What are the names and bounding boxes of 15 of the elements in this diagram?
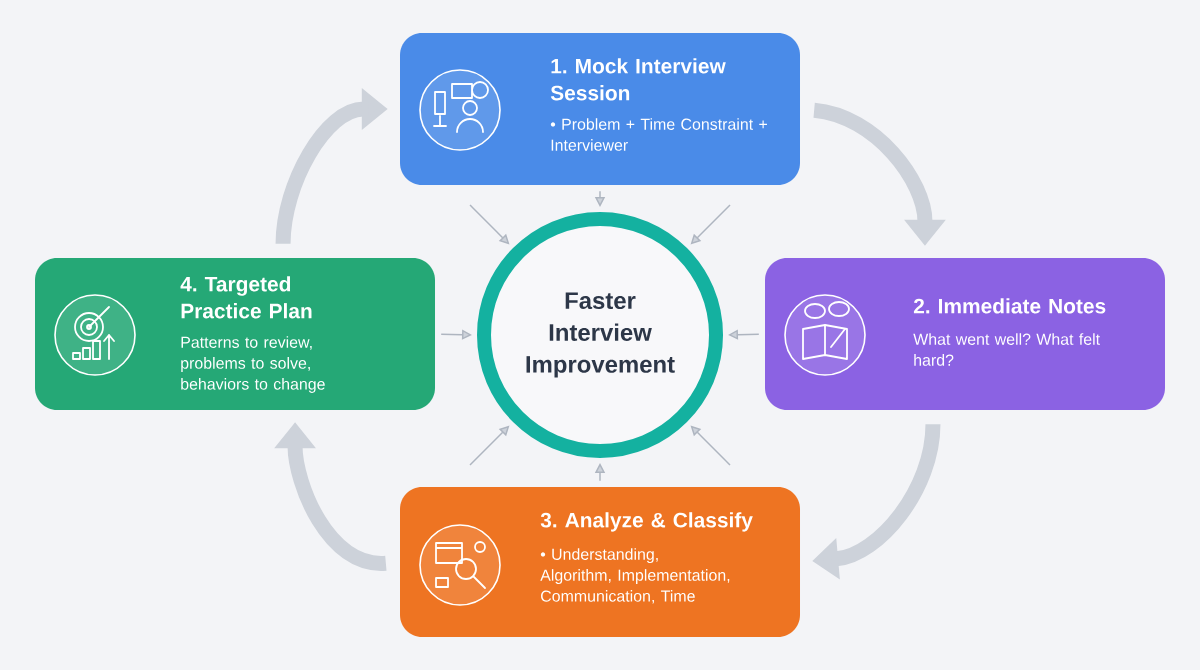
step-description: • Problem + Time Constraint + Interviewer [550,118,767,151]
arrow [469,425,510,466]
hub-label: Faster Interview Improvement [526,292,675,378]
arrow [728,329,760,340]
step-heading: 3. Analyze & Classify [540,512,753,532]
arrow [469,204,510,245]
step-description: Patterns to review, problems to solve, behaviors to change [181,336,325,393]
step-description: What went well? What felt hard? [913,333,1100,366]
step-heading: 4. Targeted Practice Plan [180,276,312,319]
step-heading: 2. Immediate Notes [913,298,1106,314]
step-description: • Understanding, Algorithm, Implementation, Communication, Time [540,548,730,604]
step-heading: 1. Mock Interview Session [550,58,726,101]
arrow [690,425,731,466]
arrow [690,204,731,245]
arrow [440,329,472,340]
